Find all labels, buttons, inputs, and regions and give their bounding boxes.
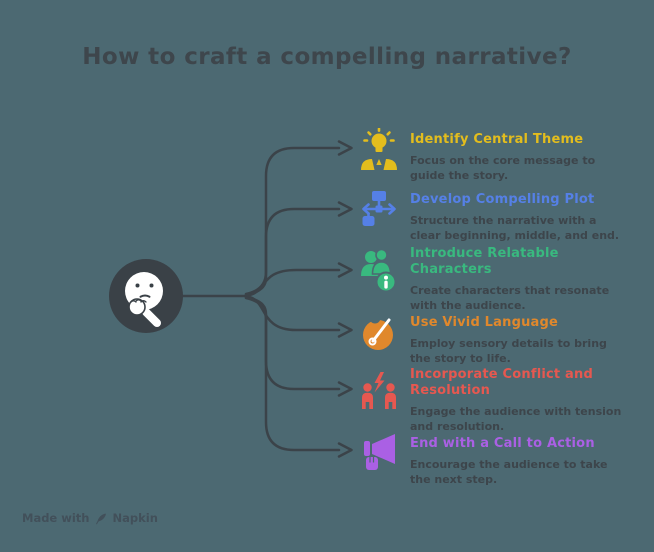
feather-icon [95, 513, 106, 524]
branch-3 [244, 268, 341, 297]
step-description: Employ sensory details to bring the stor… [410, 337, 607, 365]
step-description: Engage the audience with tension and res… [410, 405, 622, 433]
step-description: Focus on the core message to guide the s… [410, 154, 596, 182]
conflict-people-icon [358, 371, 400, 419]
hand-pen-icon [358, 311, 400, 359]
step-description: Create characters that resonate with the… [410, 284, 610, 312]
arrowhead-2 [337, 201, 353, 217]
arrowhead-1 [337, 140, 353, 156]
step-heading: Identify Central Theme [410, 132, 584, 147]
characters-info-icon [358, 248, 400, 298]
step-heading: Develop Compelling Plot [410, 192, 595, 207]
step-description: Structure the narrative with a clear beg… [410, 214, 620, 242]
branch-1 [244, 146, 341, 296]
made-with-napkin: Made with Napkin [22, 511, 158, 525]
brand-label: Napkin [112, 511, 158, 525]
made-with-label: Made with [22, 511, 90, 525]
step-heading: Introduce Relatable Characters [410, 246, 559, 277]
branch-6 [244, 296, 341, 452]
flowchart-icon [358, 188, 400, 236]
arrowhead-4 [337, 322, 353, 338]
lightbulb-idea-icon [358, 127, 400, 176]
branch-5 [244, 296, 341, 391]
arrowhead-6 [337, 442, 353, 458]
thinking-face-icon [109, 259, 183, 333]
step-description: Encourage the audience to take the next … [410, 458, 608, 486]
megaphone-icon [358, 431, 400, 479]
step-heading: End with a Call to Action [410, 436, 595, 451]
step-heading: Use Vivid Language [410, 315, 559, 330]
step-heading: Incorporate Conflict and Resolution [410, 367, 593, 398]
arrowhead-3 [337, 262, 353, 278]
arrowhead-5 [337, 381, 353, 397]
page-title: How to craft a compelling narrative? [82, 44, 572, 70]
branch-2 [244, 207, 341, 296]
